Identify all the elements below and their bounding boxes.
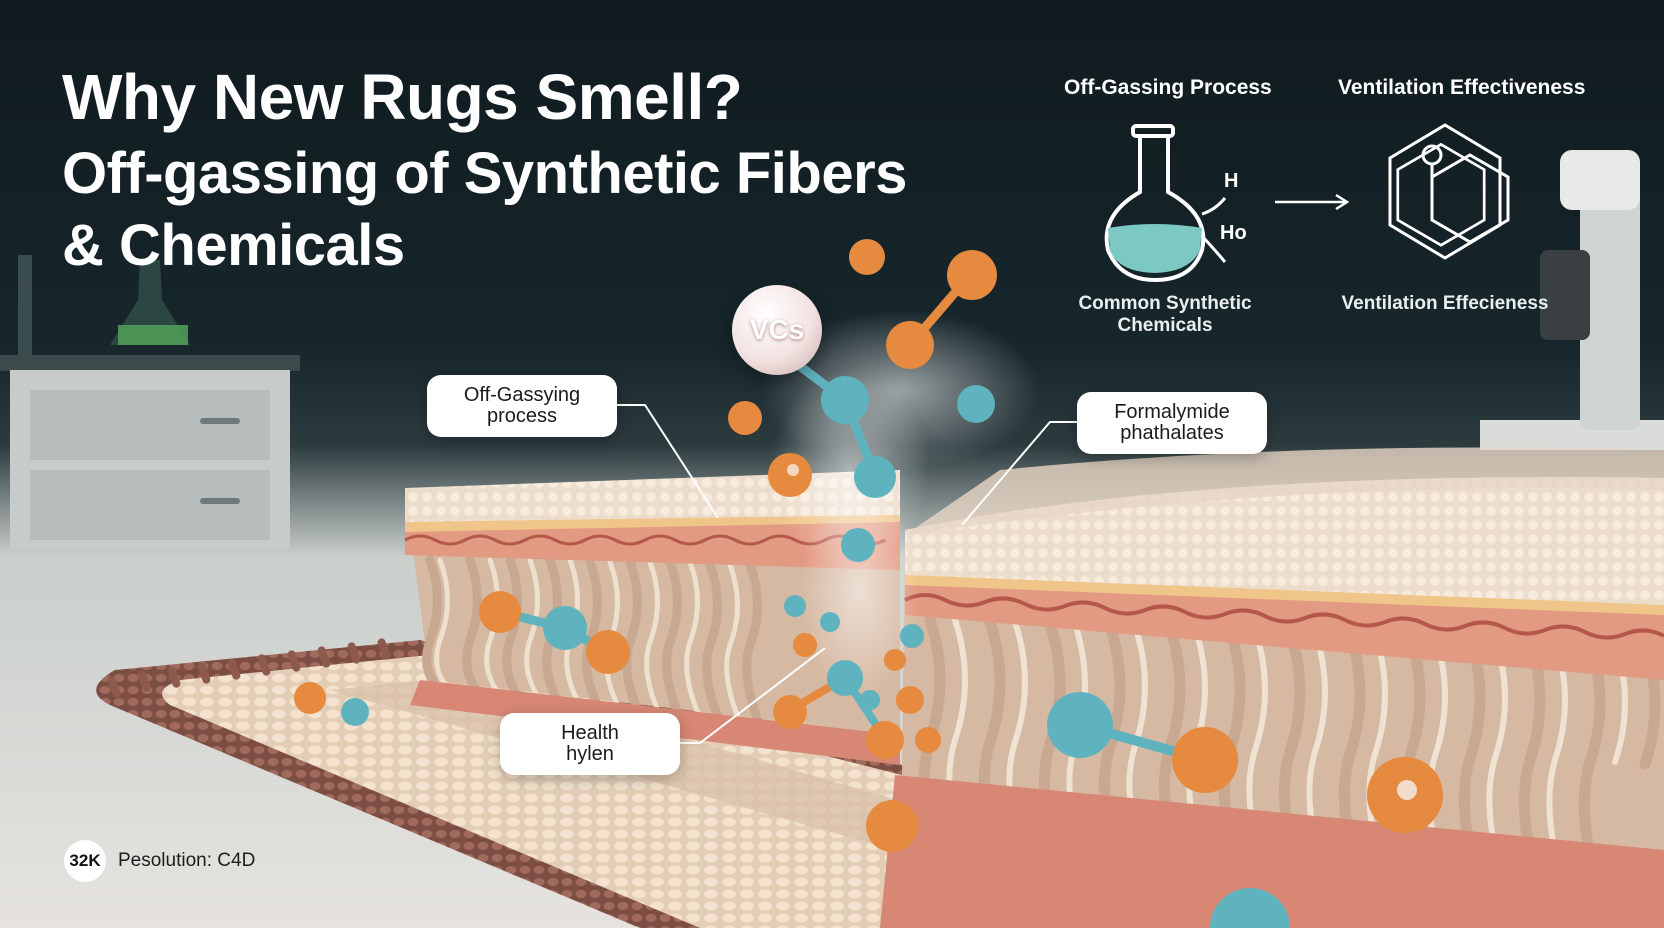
- flask-symbol-ho: Ho: [1220, 222, 1247, 244]
- callout-leader-lines: [617, 404, 1077, 744]
- flask-symbol-h: H: [1224, 170, 1239, 192]
- callout-offgassing-process: Off-Gassying process: [427, 375, 617, 437]
- hexagon-molecule-icon: [1388, 123, 1510, 260]
- callout-health: Health hylen: [500, 713, 680, 775]
- front-rug: [96, 638, 1000, 928]
- ventilation-effectiveness-heading: Ventilation Effectiveness: [1338, 76, 1586, 99]
- flask-caption: Common Synthetic Chemicals: [1078, 293, 1252, 336]
- ventilation-caption: Ventilation Effecieness: [1341, 293, 1549, 314]
- offgassing-process-heading: Off-Gassing Process: [1064, 76, 1272, 99]
- lab-background: [0, 150, 1664, 550]
- flask-icon: [1104, 124, 1227, 283]
- page-title-line-1: Why New Rugs Smell?: [62, 61, 743, 133]
- callout-formaldehyde-phthalates: Formalymide phathalates: [1077, 392, 1267, 454]
- resolution-label: Pesolution: C4D: [118, 850, 256, 871]
- arrow-right-icon: [1275, 193, 1350, 211]
- resolution-badge: 32K: [64, 840, 106, 882]
- page-title-line-3: & Chemicals: [62, 213, 405, 278]
- rug-block-right: [880, 447, 1664, 928]
- vocs-molecule-bubble: VCs: [732, 285, 822, 375]
- page-title-line-2: Off-gassing of Synthetic Fibers: [62, 141, 907, 206]
- smoke-plume: [760, 310, 1040, 700]
